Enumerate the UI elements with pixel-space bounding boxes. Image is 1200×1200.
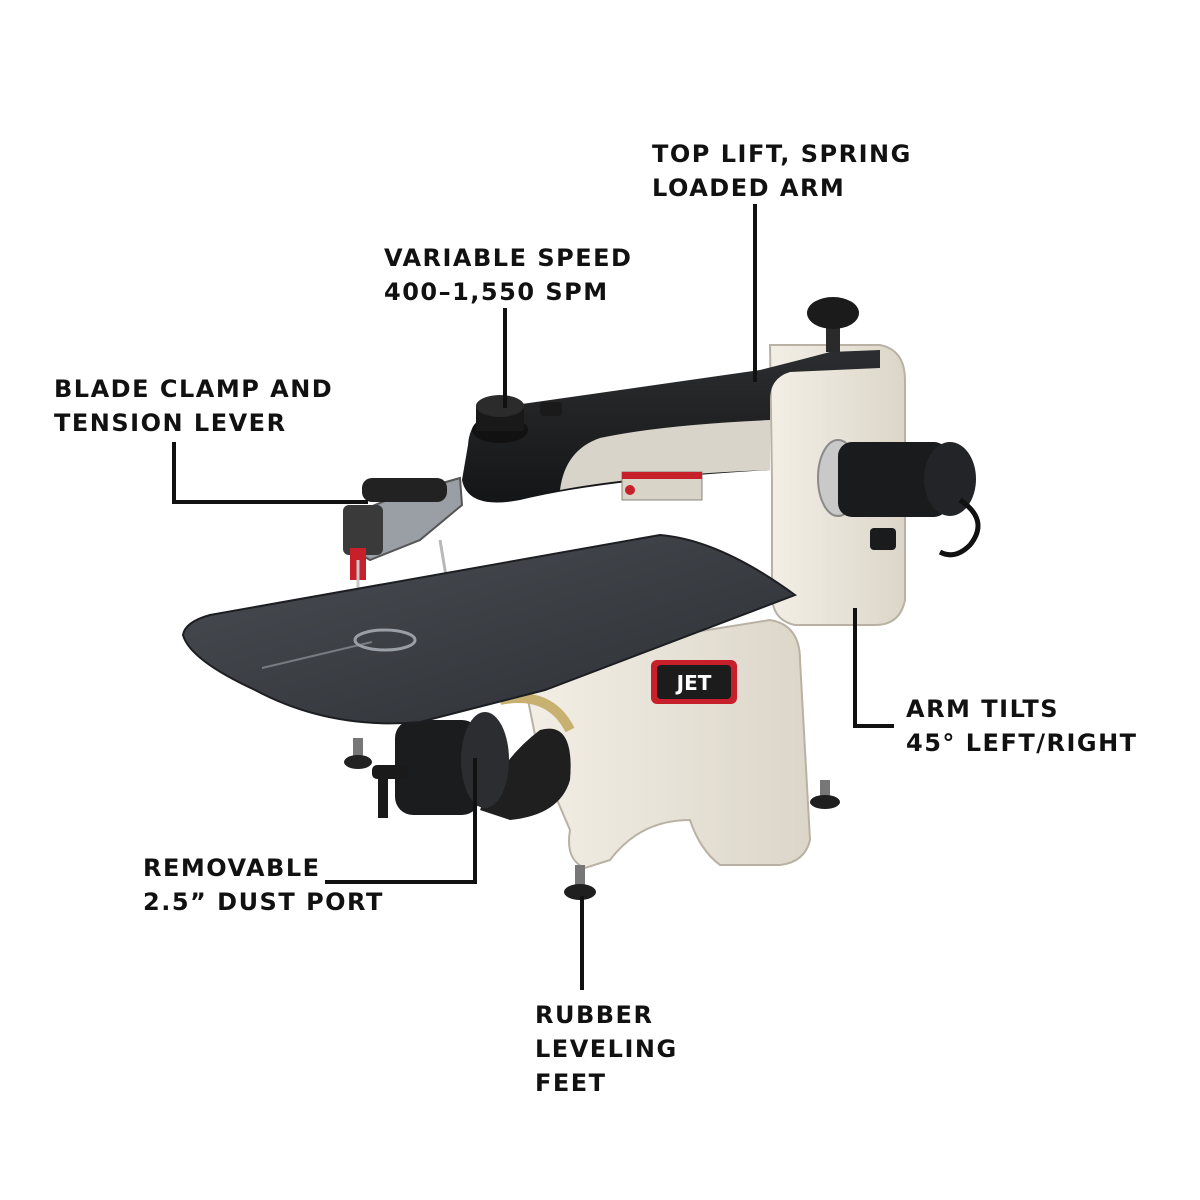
callout-variable-speed: VARIABLE SPEED 400–1,550 SPM bbox=[384, 241, 632, 309]
callout-dust-port: REMOVABLE 2.5” DUST PORT bbox=[143, 851, 384, 919]
callout-dust-port-line2: 2.5” DUST PORT bbox=[143, 888, 384, 916]
saw-table bbox=[181, 533, 798, 725]
callout-arm-tilts-line1: ARM TILTS bbox=[906, 695, 1060, 723]
callout-leveling-feet: RUBBER LEVELING FEET bbox=[535, 998, 678, 1100]
dust-port bbox=[372, 712, 509, 818]
base-body bbox=[518, 618, 812, 870]
callout-feet-line3: FEET bbox=[535, 1069, 607, 1097]
callout-variable-speed-line1: VARIABLE SPEED bbox=[384, 244, 633, 272]
speed-knob bbox=[472, 395, 562, 443]
leader-line-arm-tilts bbox=[853, 608, 894, 728]
leader-line-blade-clamp bbox=[172, 442, 368, 504]
jet-badge-text: JET bbox=[675, 671, 712, 695]
callout-blade-clamp-line1: BLADE CLAMP AND bbox=[54, 375, 334, 403]
leveling-feet bbox=[344, 738, 840, 900]
callout-top-lift-line1: TOP LIFT, SPRING bbox=[652, 140, 912, 168]
callout-dust-port-line1: REMOVABLE bbox=[143, 854, 321, 882]
callout-arm-tilts: ARM TILTS 45° LEFT/RIGHT bbox=[906, 692, 1138, 760]
callout-variable-speed-line2: 400–1,550 SPM bbox=[384, 278, 609, 306]
blade-clamp-assembly bbox=[343, 476, 464, 650]
callout-feet-line1: RUBBER bbox=[535, 1001, 654, 1029]
callout-top-lift-arm: TOP LIFT, SPRING LOADED ARM bbox=[652, 137, 912, 205]
motor bbox=[817, 439, 981, 558]
table-slot bbox=[261, 641, 373, 669]
arm-cream-panel bbox=[560, 420, 770, 490]
callout-blade-clamp-line2: TENSION LEVER bbox=[54, 409, 287, 437]
leader-line-dust-port bbox=[325, 758, 477, 884]
callout-top-lift-line2: LOADED ARM bbox=[652, 174, 846, 202]
tension-knob bbox=[807, 297, 859, 352]
leader-lines bbox=[172, 204, 894, 990]
callout-blade-clamp: BLADE CLAMP AND TENSION LEVER bbox=[54, 372, 333, 440]
callout-feet-line2: LEVELING bbox=[535, 1035, 678, 1063]
upper-arm bbox=[462, 350, 880, 503]
table-insert bbox=[353, 628, 417, 652]
jet-badge: JET bbox=[651, 660, 737, 704]
warning-label bbox=[621, 471, 703, 501]
callout-arm-tilts-line2: 45° LEFT/RIGHT bbox=[906, 729, 1138, 757]
